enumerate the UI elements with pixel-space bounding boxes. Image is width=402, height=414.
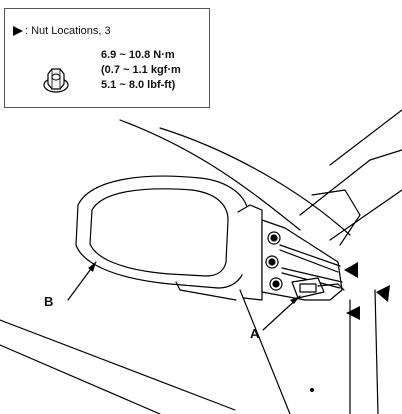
mirror-base-edge — [175, 281, 237, 301]
callout-b: B — [44, 294, 54, 309]
torque-lbf: 5.1 ~ 8.0 lbf-ft) — [101, 79, 176, 91]
nut-location-legend: : Nut Locations, 3 — [13, 25, 111, 37]
mirror-bracket — [261, 219, 343, 301]
mirror-glass — [89, 188, 229, 277]
roof-line — [329, 109, 402, 166]
legend-box: : Nut Locations, 3 6.9 ~ 10.8 N·m (0.7 ~… — [4, 8, 210, 108]
stud-1 — [279, 244, 341, 267]
stud-2 — [281, 267, 343, 283]
window-trim — [311, 189, 361, 246]
nut-marker-3 — [346, 306, 360, 320]
door-panel-line-2 — [0, 344, 161, 414]
torque-nm: 6.9 ~ 10.8 N·m — [101, 49, 175, 61]
mirror-housing — [75, 175, 249, 289]
leader-b-arrowhead — [88, 262, 96, 272]
window-top-line — [299, 149, 402, 216]
door-frame-upper-edge — [119, 119, 301, 231]
leader-a-arrowhead — [290, 296, 300, 304]
door-frame-inner-edge — [159, 127, 351, 236]
connector-wire — [317, 283, 345, 291]
nut-marker-2 — [376, 285, 390, 302]
flange-nut-icon — [43, 68, 69, 93]
legend-caption: : Nut Locations, 3 — [25, 25, 111, 37]
nut-marker-1 — [344, 262, 358, 278]
door-panel-line-1 — [0, 319, 236, 411]
window-line — [329, 189, 402, 241]
triangle-arrow-icon — [13, 26, 23, 36]
mirror-neck — [237, 204, 263, 301]
door-inner-line — [239, 289, 291, 414]
callout-a: A — [250, 326, 260, 341]
pillar-right-edge — [374, 289, 379, 414]
torque-kgf: (0.7 ~ 1.1 kgf·m — [101, 64, 181, 76]
